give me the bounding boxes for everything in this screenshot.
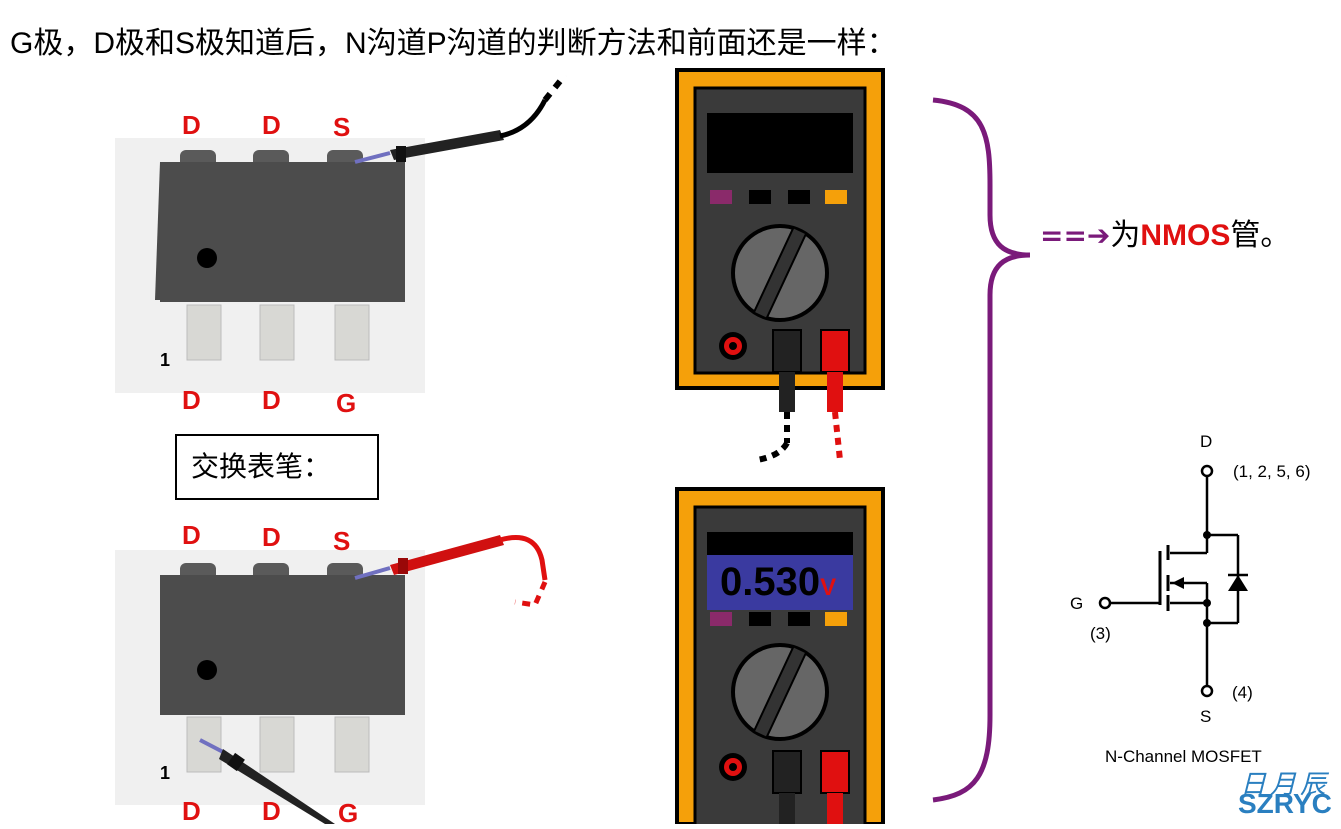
drain-pins: (1, 2, 5, 6) [1233, 462, 1311, 481]
pin-label: D [262, 110, 281, 140]
drain-label: D [1200, 432, 1213, 451]
chip-top-drawing [115, 138, 425, 393]
meter-reading-value: 0.530 [720, 560, 821, 604]
pin-label: D [262, 522, 281, 552]
pin-label: D [182, 520, 201, 550]
pin-label: S [333, 112, 351, 142]
pin-label: D [182, 110, 201, 140]
pin-label: D [262, 796, 281, 826]
pin-label: G [336, 388, 357, 418]
multimeter-top [675, 68, 887, 473]
pin-label: D [182, 385, 201, 415]
multimeter-bottom-drawing [675, 487, 885, 829]
chip-bottom [115, 525, 445, 815]
meter-reading: 0.530V [720, 560, 836, 605]
arrow-icon: ==➔ [1040, 219, 1111, 252]
pin-label: S [333, 526, 351, 556]
page-title: G极，D极和S极知道后，N沟道P沟道的判断方法和前面还是一样： [10, 27, 897, 60]
black-probe-top [354, 73, 568, 164]
schematic-caption: N-Channel MOSFET [1105, 747, 1262, 766]
result-suffix: 管。 [1230, 218, 1291, 253]
pin-label: D [182, 796, 201, 826]
logo-en: SZRYC [1238, 788, 1332, 819]
source-label: S [1200, 707, 1212, 726]
red-probe-bottom [354, 535, 548, 608]
result-prefix: 为 [1110, 218, 1141, 253]
black-probe-bottom [199, 738, 335, 824]
source-pin: (4) [1232, 683, 1253, 702]
pin1-marker: 1 [160, 763, 171, 783]
pin-label: D [262, 385, 281, 415]
swap-probes-label: 交换表笔： [175, 434, 379, 500]
chip-bottom-drawing [115, 550, 425, 805]
meter-reading-unit: V [820, 574, 837, 601]
multimeter-top-drawing [675, 68, 885, 463]
nmos-schematic-symbol [1098, 464, 1248, 698]
curly-brace [932, 97, 1031, 803]
chip-top [115, 100, 445, 400]
gate-label: G [1070, 594, 1084, 613]
pin1-marker: 1 [160, 350, 171, 370]
result-statement: ==➔为NMOS管。 [1040, 210, 1290, 254]
pin-label: G [338, 798, 359, 828]
logo-cn: 日月辰 [1240, 770, 1331, 800]
multimeter-bottom [675, 487, 887, 829]
result-type: NMOS [1140, 219, 1231, 252]
gate-pin: (3) [1090, 624, 1111, 643]
